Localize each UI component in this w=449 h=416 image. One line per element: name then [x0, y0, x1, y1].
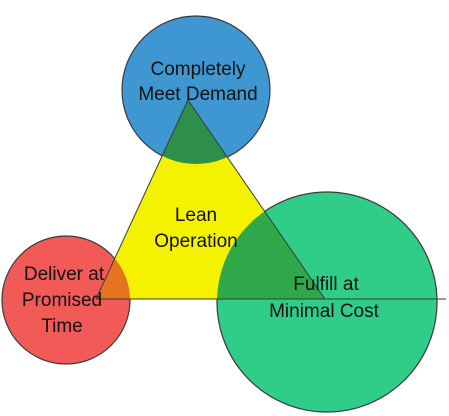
right-node-label-line1: Fulfill at [293, 274, 359, 295]
left-node-label-line2: Promised [22, 290, 102, 311]
overlap-right [217, 192, 325, 299]
right-node-label-line2: Minimal Cost [269, 301, 380, 322]
left-node-label-line3: Time [41, 316, 83, 337]
center-label-line2: Operation [154, 231, 237, 252]
triangle-right-edge [187, 99, 326, 300]
top-node-label-line1: Completely [150, 59, 246, 80]
left-node-label-line1: Deliver at [24, 264, 105, 285]
left-circle [1, 235, 131, 365]
triangle-left-edge [95, 99, 189, 300]
top-node-label-line2: Meet Demand [138, 84, 257, 105]
center-label-line1: Lean [175, 205, 217, 226]
